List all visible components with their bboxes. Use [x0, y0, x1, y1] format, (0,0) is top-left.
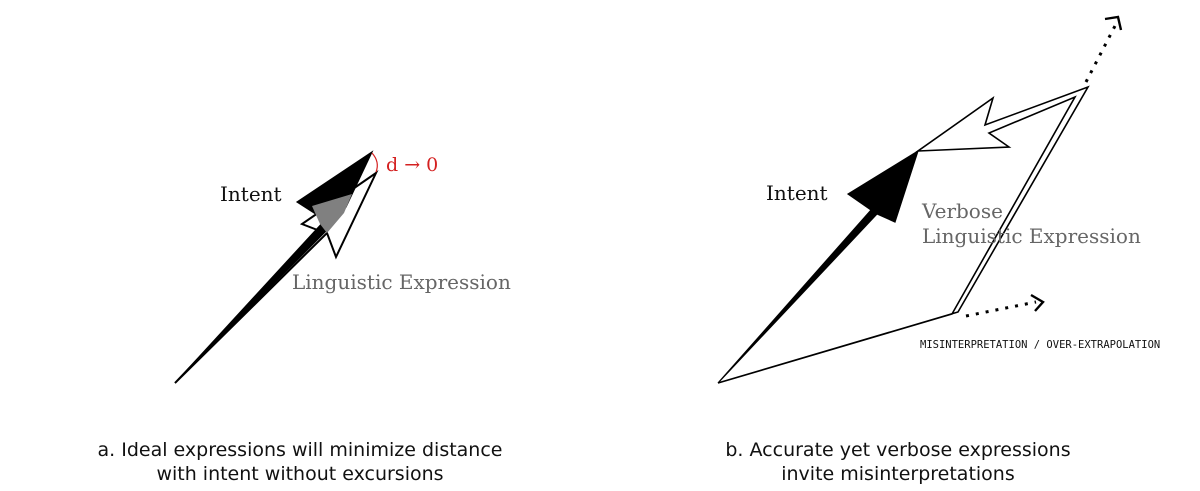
panel-a-intent-label: Intent: [220, 182, 282, 206]
panel-b-excursion-dotted-line-upper: [1084, 23, 1118, 83]
panel-b-expression-label-line1: Verbose: [921, 199, 1003, 223]
panel-a-caption: a. Ideal expressions will minimize dista…: [0, 438, 600, 486]
panel-b-excursion-dotted-line-lower: [965, 300, 1037, 318]
panel-b-caption-line2: invite misinterpretations: [781, 463, 1015, 485]
panel-a-caption-line1: a. Ideal expressions will minimize dista…: [97, 439, 503, 461]
panel-a-distance-label: d → 0: [386, 154, 438, 176]
panel-b-excursion-arrowhead-lower: [1030, 293, 1045, 312]
panel-b-intent-arrow: [717, 149, 920, 384]
panel-a-overlap-region: [312, 194, 352, 233]
panel-a: d → 0 Intent Linguistic Expression: [174, 150, 511, 384]
panel-b-expression-label-line2: Linguistic Expression: [922, 224, 1141, 248]
panel-b: Intent Verbose Linguistic Expression MIS…: [717, 15, 1160, 384]
panel-b-excursion-arrowhead-upper: [1104, 15, 1123, 31]
panel-b-misinterpretation-label: MISINTERPRETATION / OVER-EXTRAPOLATION: [920, 339, 1160, 351]
panel-b-caption: b. Accurate yet verbose expressions invi…: [598, 438, 1198, 486]
panel-b-intent-label: Intent: [766, 181, 828, 205]
panel-a-expression-label: Linguistic Expression: [292, 270, 511, 294]
panel-b-caption-line1: b. Accurate yet verbose expressions: [725, 439, 1071, 461]
panel-a-caption-line2: with intent without excursions: [156, 463, 444, 485]
panel-a-distance-marker: [371, 152, 378, 173]
